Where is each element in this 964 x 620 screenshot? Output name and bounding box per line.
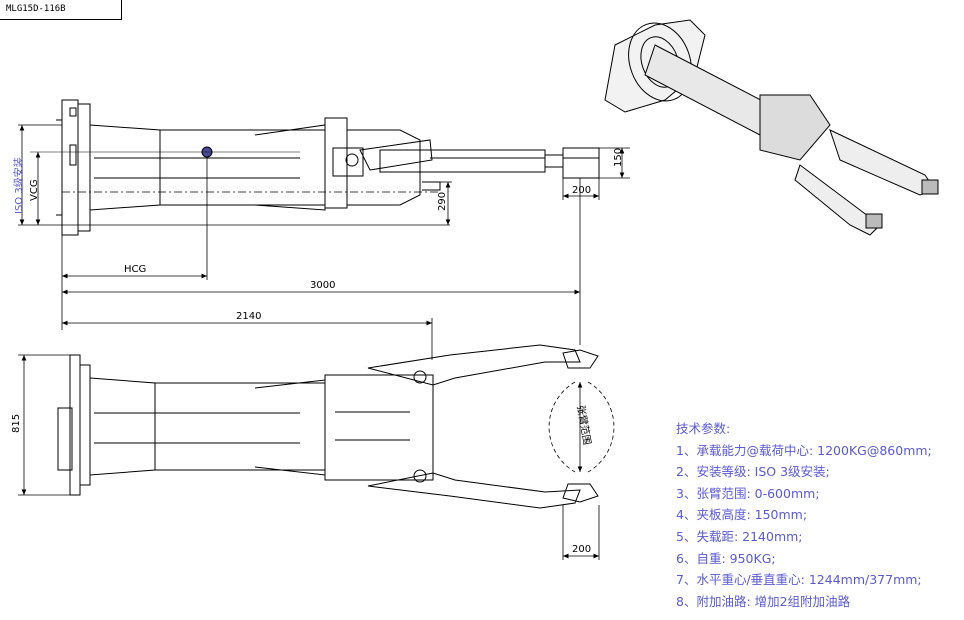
boom-top: [154, 382, 326, 471]
top-view: [57, 344, 599, 509]
drawing-number: MLG15D-116B: [0, 0, 122, 20]
arm-range-label: 张臂范围: [574, 404, 594, 446]
arm-side: [379, 149, 546, 173]
dim-vcg: VCG: [29, 179, 40, 201]
dim-815: 815: [11, 414, 22, 433]
side-dimensions: [18, 124, 630, 360]
mount-plate-side: [61, 99, 79, 236]
spec-item: 4、夹板高度: 150mm;: [676, 507, 808, 523]
dim-290: 290: [437, 192, 448, 211]
specs-title: 技术参数:: [676, 421, 731, 436]
side-view: [56, 99, 600, 236]
lower-arm-top: [367, 472, 581, 509]
top-dimensions: [18, 354, 615, 560]
spec-item: 7、水平重心/垂直重心: 1244mm/377mm;: [676, 572, 922, 588]
upper-arm-top: [367, 344, 581, 386]
dim-2140: 2140: [236, 311, 261, 322]
spec-item: 3、张臂范围: 0-600mm;: [676, 485, 820, 501]
spec-item: 8、附加油路: 增加2组附加油路: [676, 593, 851, 609]
dim-3000: 3000: [310, 280, 335, 291]
technical-specs: 技术参数: 1、承载能力@载荷中心: 1200KG@860mm; 2、安装等级:…: [676, 418, 962, 612]
isometric-view: [604, 19, 939, 236]
spec-item: 5、失载距: 2140mm;: [676, 528, 803, 544]
boom-side: [159, 129, 326, 206]
clamp-pad-side: [562, 147, 600, 179]
head-top: [324, 374, 434, 481]
dim-200-top: 200: [572, 185, 591, 196]
spec-item: 1、承载能力@载荷中心: 1200KG@860mm;: [676, 442, 932, 458]
iso-install-label: ISO 3级安装: [12, 157, 25, 214]
dim-200-bottom: 200: [572, 544, 591, 555]
spec-item: 6、自重: 950KG;: [676, 550, 776, 566]
spec-item: 2、安装等级: ISO 3级安装;: [676, 464, 830, 480]
dim-hcg: HCG: [124, 264, 146, 275]
dim-150: 150: [613, 148, 624, 167]
